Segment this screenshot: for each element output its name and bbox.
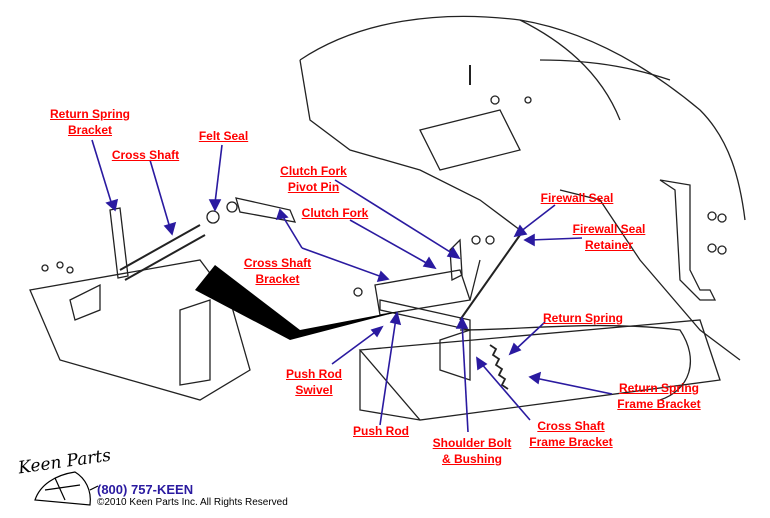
label-line: Push Rod xyxy=(353,424,409,438)
label-line: Swivel xyxy=(295,383,333,397)
leader-arrows xyxy=(91,139,613,433)
label-line: Bracket xyxy=(255,272,300,286)
label-push-rod-swivel[interactable]: Push Rod Swivel xyxy=(283,366,345,398)
label-line: Clutch Fork xyxy=(280,164,347,178)
label-felt-seal[interactable]: Felt Seal xyxy=(196,128,251,144)
label-line: Retainer xyxy=(584,238,634,252)
label-line: Return Spring xyxy=(50,107,130,121)
label-line: Frame Bracket xyxy=(617,397,701,411)
line-drawing xyxy=(29,15,746,421)
label-line: Pivot Pin xyxy=(287,180,340,194)
label-line: Felt Seal xyxy=(198,129,249,143)
label-line: Frame Bracket xyxy=(529,435,613,449)
label-line: & Bushing xyxy=(442,452,502,466)
label-line: Firewall Seal xyxy=(572,222,646,236)
label-line: Clutch Fork xyxy=(301,206,369,220)
label-shoulder-bolt-bushing[interactable]: Shoulder Bolt & Bushing xyxy=(430,435,514,467)
label-line: Push Rod xyxy=(286,367,342,381)
label-clutch-fork-pivot-pin[interactable]: Clutch Fork Pivot Pin xyxy=(276,163,351,195)
label-line: Return Spring xyxy=(619,381,699,395)
label-line: Shoulder Bolt xyxy=(432,436,512,450)
label-cross-shaft-frame-bracket[interactable]: Cross Shaft Frame Bracket xyxy=(526,418,616,450)
label-line: Bracket xyxy=(67,123,113,137)
label-cross-shaft-bracket[interactable]: Cross Shaft Bracket xyxy=(240,255,315,287)
label-cross-shaft[interactable]: Cross Shaft xyxy=(108,147,183,163)
label-return-spring[interactable]: Return Spring xyxy=(542,310,624,326)
label-firewall-seal-retainer[interactable]: Firewall Seal Retainer xyxy=(570,221,648,253)
label-line: Cross Shaft xyxy=(243,256,312,270)
label-line: Cross Shaft xyxy=(111,148,180,162)
label-firewall-seal[interactable]: Firewall Seal xyxy=(538,190,616,206)
label-return-spring-frame-bracket[interactable]: Return Spring Frame Bracket xyxy=(614,380,704,412)
label-line: Return Spring xyxy=(543,311,623,325)
label-line: Cross Shaft xyxy=(537,419,605,433)
label-push-rod[interactable]: Push Rod xyxy=(352,423,410,439)
label-return-spring-bracket[interactable]: Return Spring Bracket xyxy=(40,106,140,138)
copyright-text: ©2010 Keen Parts Inc. All Rights Reserve… xyxy=(97,497,288,508)
phone-number: (800) 757-KEEN xyxy=(97,482,194,497)
label-clutch-fork[interactable]: Clutch Fork xyxy=(300,205,370,221)
label-line: Firewall Seal xyxy=(540,191,614,205)
pointer-shape xyxy=(195,265,405,340)
logo-car-graphic xyxy=(34,471,99,506)
